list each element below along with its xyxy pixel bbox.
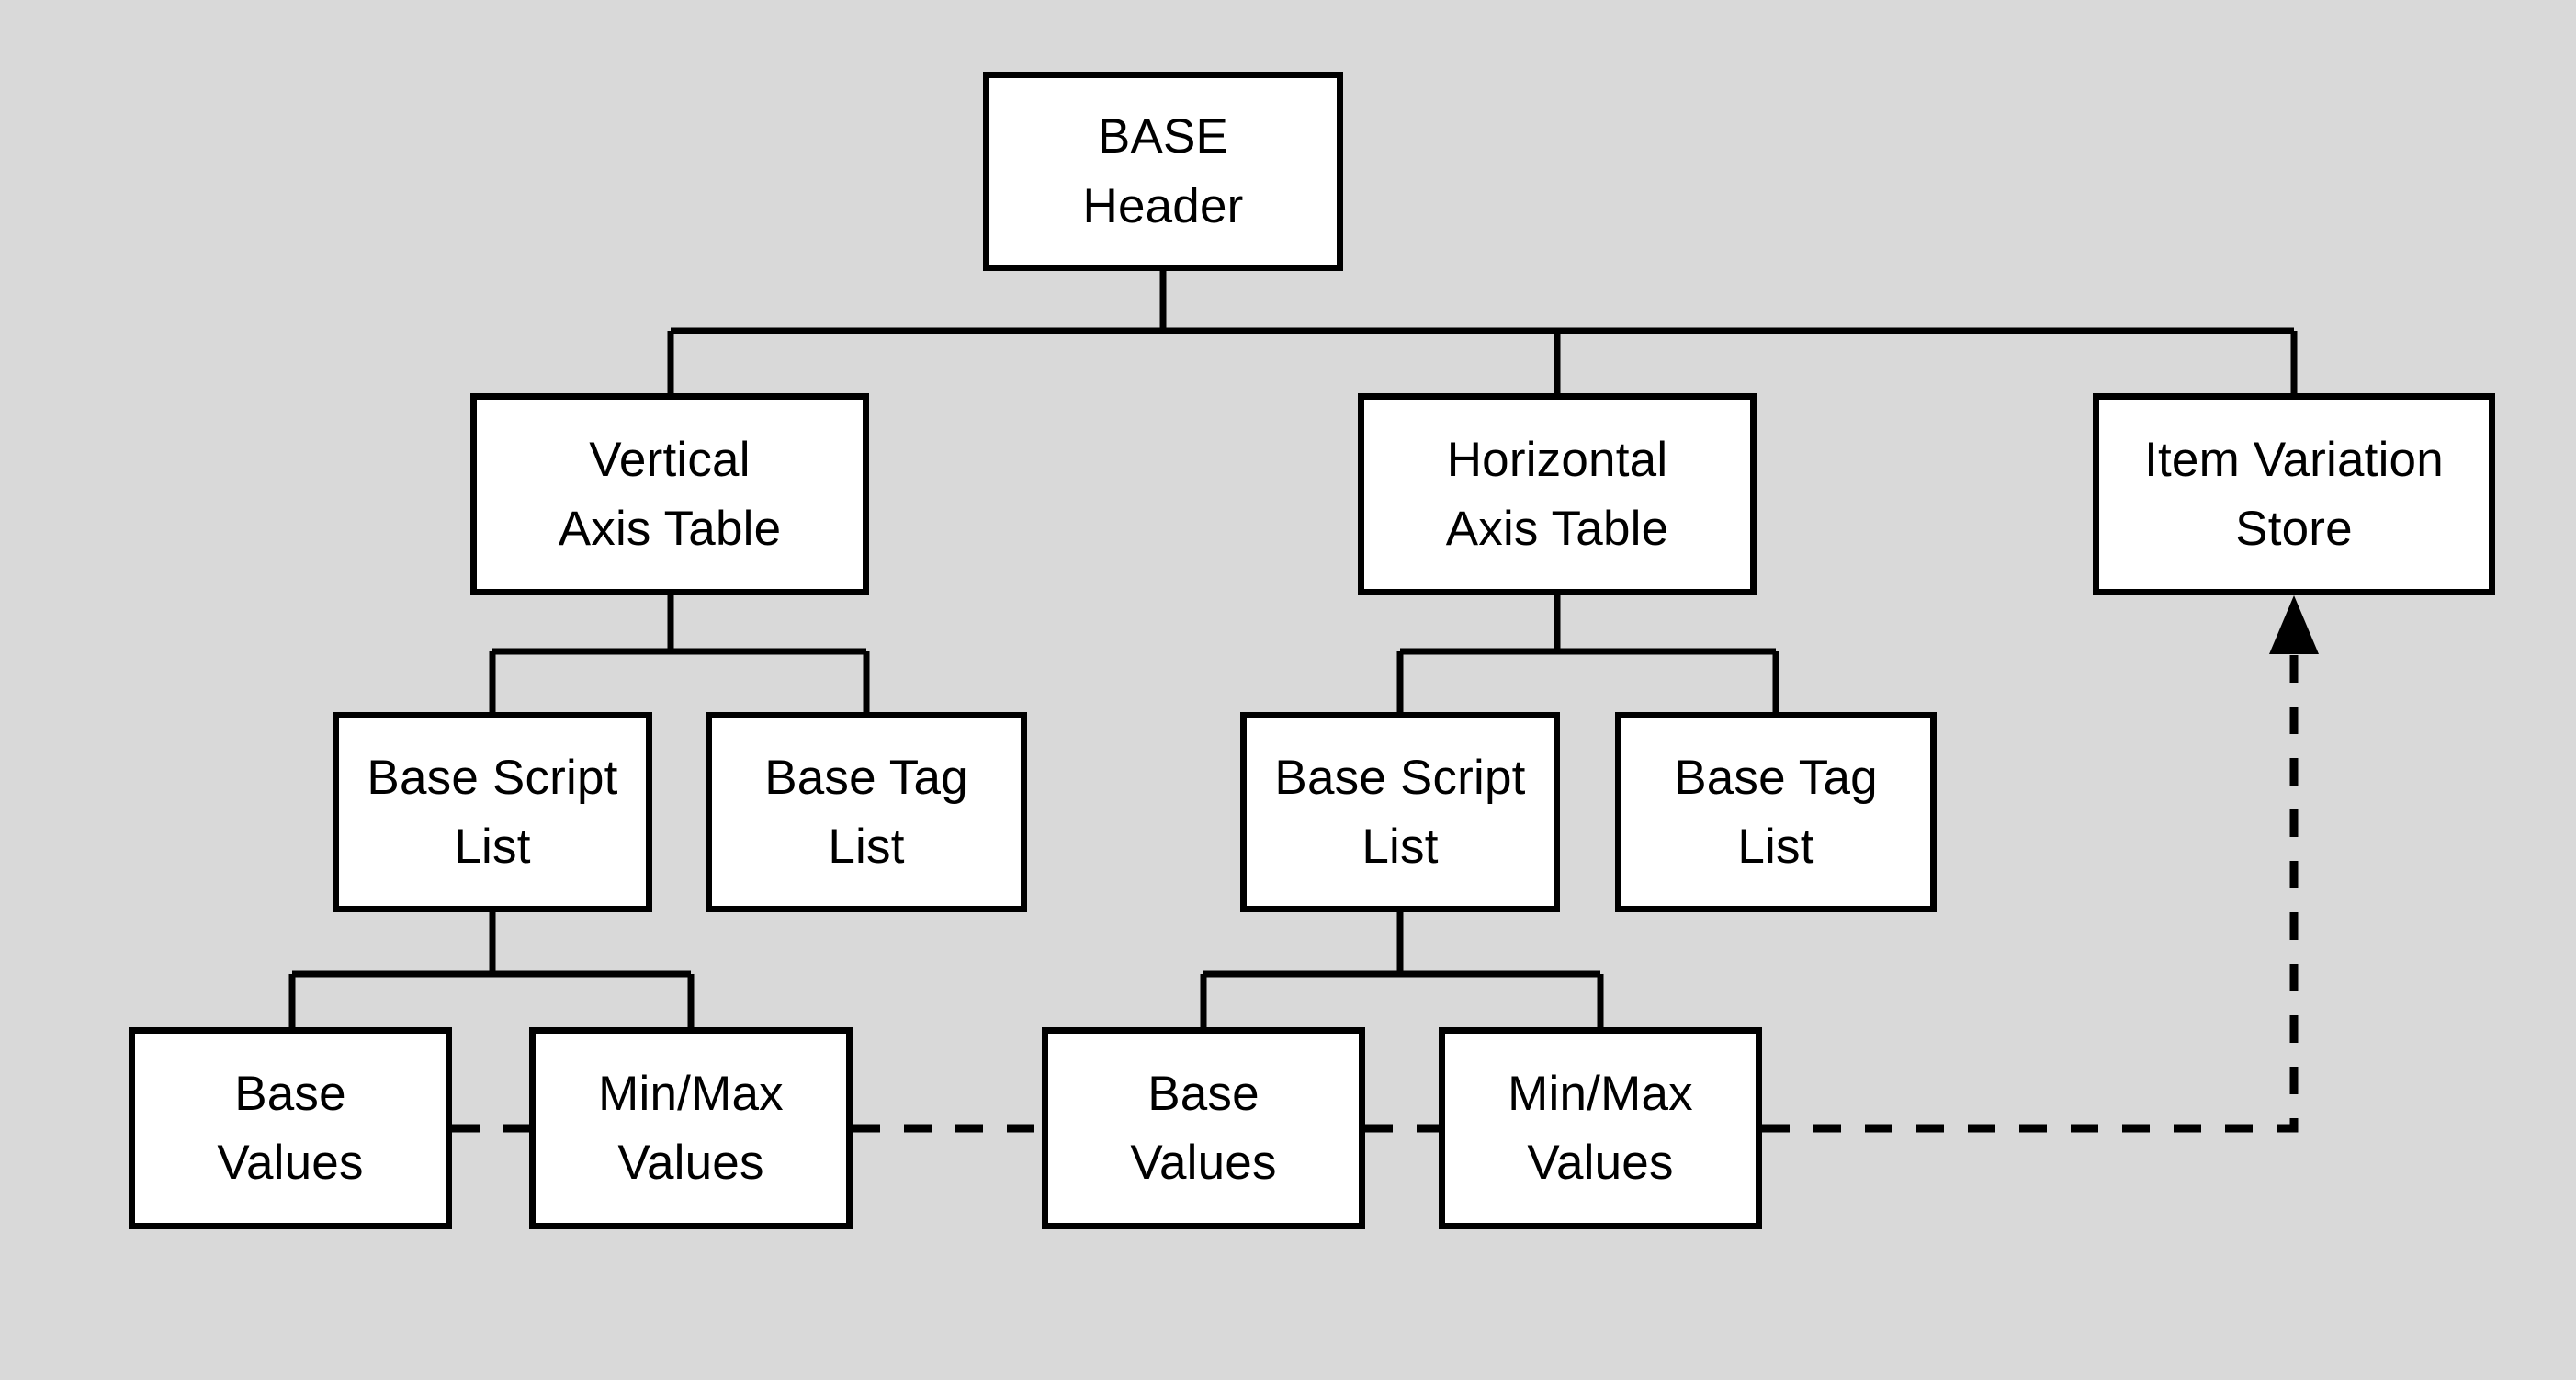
node-label-line: List (828, 820, 905, 874)
node-label-line: Item Variation (2144, 432, 2444, 487)
node-label-line: Store (2235, 502, 2353, 556)
node-label-line: Base Script (1274, 750, 1526, 805)
node-label-line: Base (1147, 1066, 1260, 1121)
dashed-connectors (452, 634, 2299, 1133)
node-label-line: Base Script (367, 750, 618, 805)
node-base-header[interactable]: BASE Header (983, 72, 1343, 271)
node-label-line: Min/Max (598, 1066, 784, 1121)
node-label-line: Base (234, 1066, 346, 1121)
node-label-line: Values (617, 1136, 764, 1190)
node-label-line: List (454, 820, 531, 874)
node-label-line: List (1361, 820, 1439, 874)
node-label-line: Values (1130, 1136, 1277, 1190)
node-label-line: Values (217, 1136, 364, 1190)
node-label-line: Axis Table (558, 502, 782, 556)
node-label-line: Base Tag (1674, 750, 1878, 805)
node-label-line: Min/Max (1508, 1066, 1693, 1121)
connector-dash-minmaxh-store (1762, 634, 2299, 1133)
node-label-line: Axis Table (1445, 502, 1669, 556)
node-label-line: List (1737, 820, 1814, 874)
node-label-line: Header (1082, 178, 1244, 233)
arrow-to-item-variation-store (2269, 595, 2319, 654)
node-label-line: Vertical (589, 432, 751, 487)
node-label-line: BASE (1097, 109, 1229, 164)
node-label-line: Base Tag (764, 750, 968, 805)
solid-connectors (288, 271, 2298, 1027)
node-label-line: Values (1527, 1136, 1674, 1190)
arrowheads (2269, 595, 2319, 654)
node-label-line: Horizontal (1446, 432, 1668, 487)
